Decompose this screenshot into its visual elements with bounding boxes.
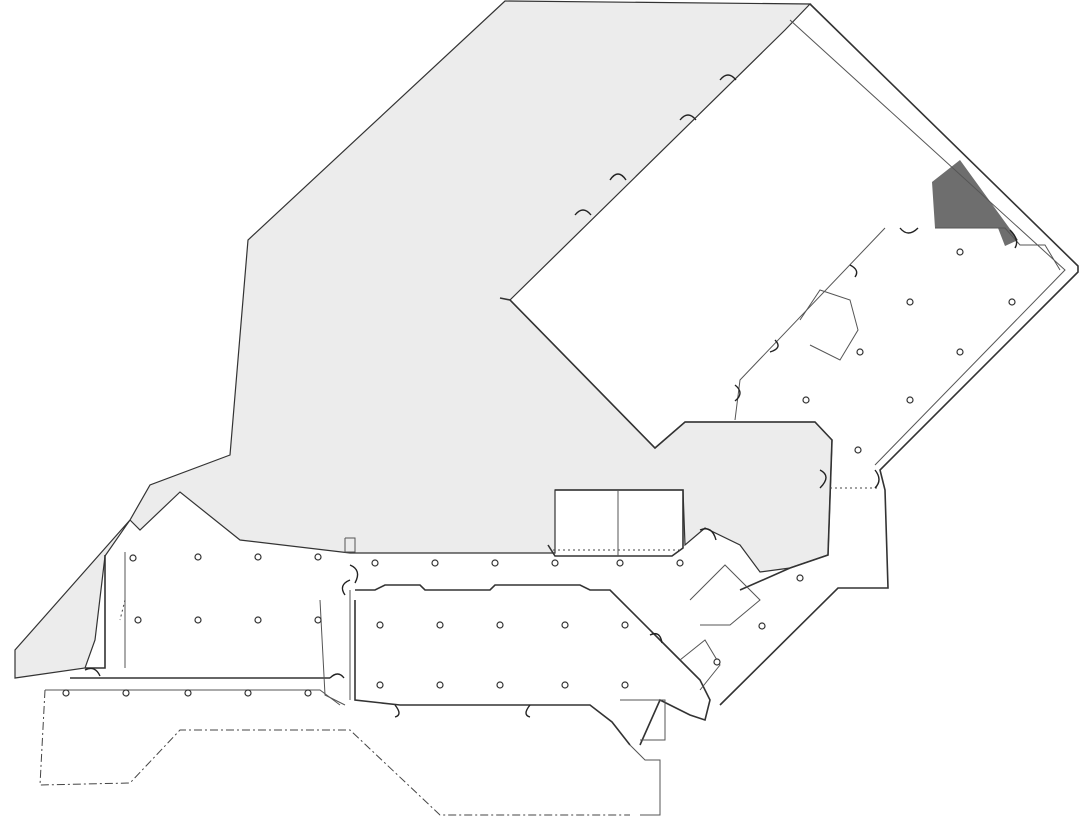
light-fixture	[802, 396, 810, 404]
light-fixture	[376, 681, 384, 689]
light-fixture	[758, 622, 766, 630]
light-fixture	[431, 559, 439, 567]
light-fixture	[956, 248, 964, 256]
light-fixture	[1008, 298, 1016, 306]
light-fixture	[436, 621, 444, 629]
light-fixture	[254, 553, 262, 561]
light-fixture	[314, 616, 322, 624]
light-fixture	[561, 681, 569, 689]
light-fixture	[496, 681, 504, 689]
light-fixture	[129, 554, 137, 562]
light-fixture	[371, 559, 379, 567]
light-fixture	[491, 559, 499, 567]
light-fixture	[62, 689, 70, 697]
light-fixture	[621, 681, 629, 689]
light-fixture	[616, 559, 624, 567]
light-fixture	[254, 616, 262, 624]
light-fixtures	[62, 248, 1016, 697]
light-fixture	[244, 689, 252, 697]
light-fixture	[906, 396, 914, 404]
walls	[45, 3, 1079, 816]
light-fixture	[551, 559, 559, 567]
light-fixture	[796, 574, 804, 582]
light-fixture	[854, 446, 862, 454]
shaded-exterior-area	[14, 0, 833, 679]
light-fixture	[436, 681, 444, 689]
light-fixture	[713, 658, 721, 666]
light-fixture	[304, 689, 312, 697]
light-fixture	[676, 559, 684, 567]
light-fixture	[906, 298, 914, 306]
light-fixture	[184, 689, 192, 697]
light-fixture	[134, 616, 142, 624]
dark-utility-room	[932, 160, 1018, 246]
light-fixture	[194, 553, 202, 561]
light-fixture	[621, 621, 629, 629]
doors	[84, 74, 1018, 718]
light-fixture	[496, 621, 504, 629]
light-fixture	[561, 621, 569, 629]
light-fixture	[376, 621, 384, 629]
light-fixture	[856, 348, 864, 356]
light-fixture	[956, 348, 964, 356]
light-fixture	[122, 689, 130, 697]
light-fixture	[314, 553, 322, 561]
light-fixture	[194, 616, 202, 624]
site-boundary	[39, 487, 880, 816]
